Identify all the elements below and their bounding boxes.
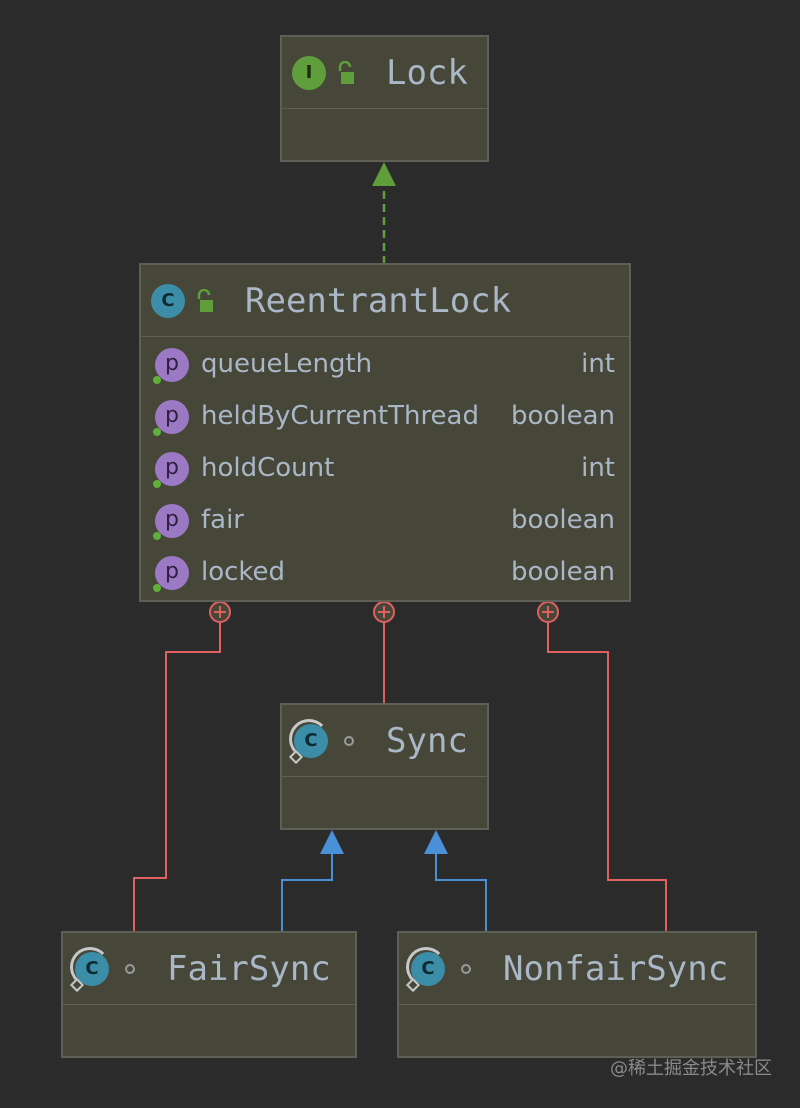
property-type: int [581,349,615,379]
property-name: heldByCurrentThread [201,401,479,431]
property-name: holdCount [201,453,335,483]
package-private-icon [461,964,471,974]
public-dot-icon [153,428,161,436]
property-icon: p [153,504,189,540]
node-header: C Sync [282,705,487,777]
public-lock-icon [197,289,213,312]
abstract-class-icon: C [288,719,329,765]
edge-nested-nonfairsync [547,622,667,931]
property-type: boolean [511,401,615,431]
node-nonfairsync[interactable]: C NonfairSync [397,931,757,1058]
interface-icon: I [292,56,326,90]
node-lock[interactable]: I Lock [280,35,489,162]
property-row[interactable]: p queueLength int [141,339,629,391]
node-sync[interactable]: C Sync [280,703,489,830]
watermark: @稀土掘金技术社区 [610,1058,772,1079]
property-row[interactable]: p holdCount int [141,443,629,495]
edge-extends-fairsync-sync [281,852,333,931]
property-icon: p [153,400,189,436]
abstract-class-icon: C [405,947,446,993]
property-name: fair [201,505,244,535]
node-title: Lock [386,53,468,93]
public-dot-icon [153,480,161,488]
node-reentrantlock[interactable]: C ReentrantLock p queueLength int p held… [139,263,631,602]
property-name: locked [201,557,286,587]
property-list: p queueLength int p heldByCurrentThread … [141,337,629,599]
node-title: FairSync [167,949,331,989]
class-icon: C [151,284,185,318]
node-header: C NonfairSync [399,933,755,1005]
property-icon: p [153,452,189,488]
node-header: C FairSync [63,933,355,1005]
public-dot-icon [153,584,161,592]
property-icon: p [153,348,189,384]
property-row[interactable]: p heldByCurrentThread boolean [141,391,629,443]
public-dot-icon [153,532,161,540]
public-lock-icon [338,61,354,84]
property-type: boolean [511,557,615,587]
edge-nested-fairsync [133,622,221,931]
property-row[interactable]: p fair boolean [141,495,629,547]
node-title: NonfairSync [503,949,729,989]
property-type: int [581,453,615,483]
package-private-icon [344,736,354,746]
package-private-icon [125,964,135,974]
public-dot-icon [153,376,161,384]
arrow-extends-fairsync [320,830,344,854]
edge-extends-nonfairsync-sync [435,852,487,931]
node-header: I Lock [282,37,487,109]
property-type: boolean [511,505,615,535]
arrow-extends-nonfairsync [424,830,448,854]
node-header: C ReentrantLock [141,265,629,337]
abstract-class-icon: C [69,947,110,993]
node-fairsync[interactable]: C FairSync [61,931,357,1058]
property-row[interactable]: p locked boolean [141,547,629,599]
node-title: Sync [386,721,468,761]
node-title: ReentrantLock [245,281,512,321]
property-name: queueLength [201,349,373,379]
arrow-implements-head [372,162,396,186]
property-icon: p [153,556,189,592]
